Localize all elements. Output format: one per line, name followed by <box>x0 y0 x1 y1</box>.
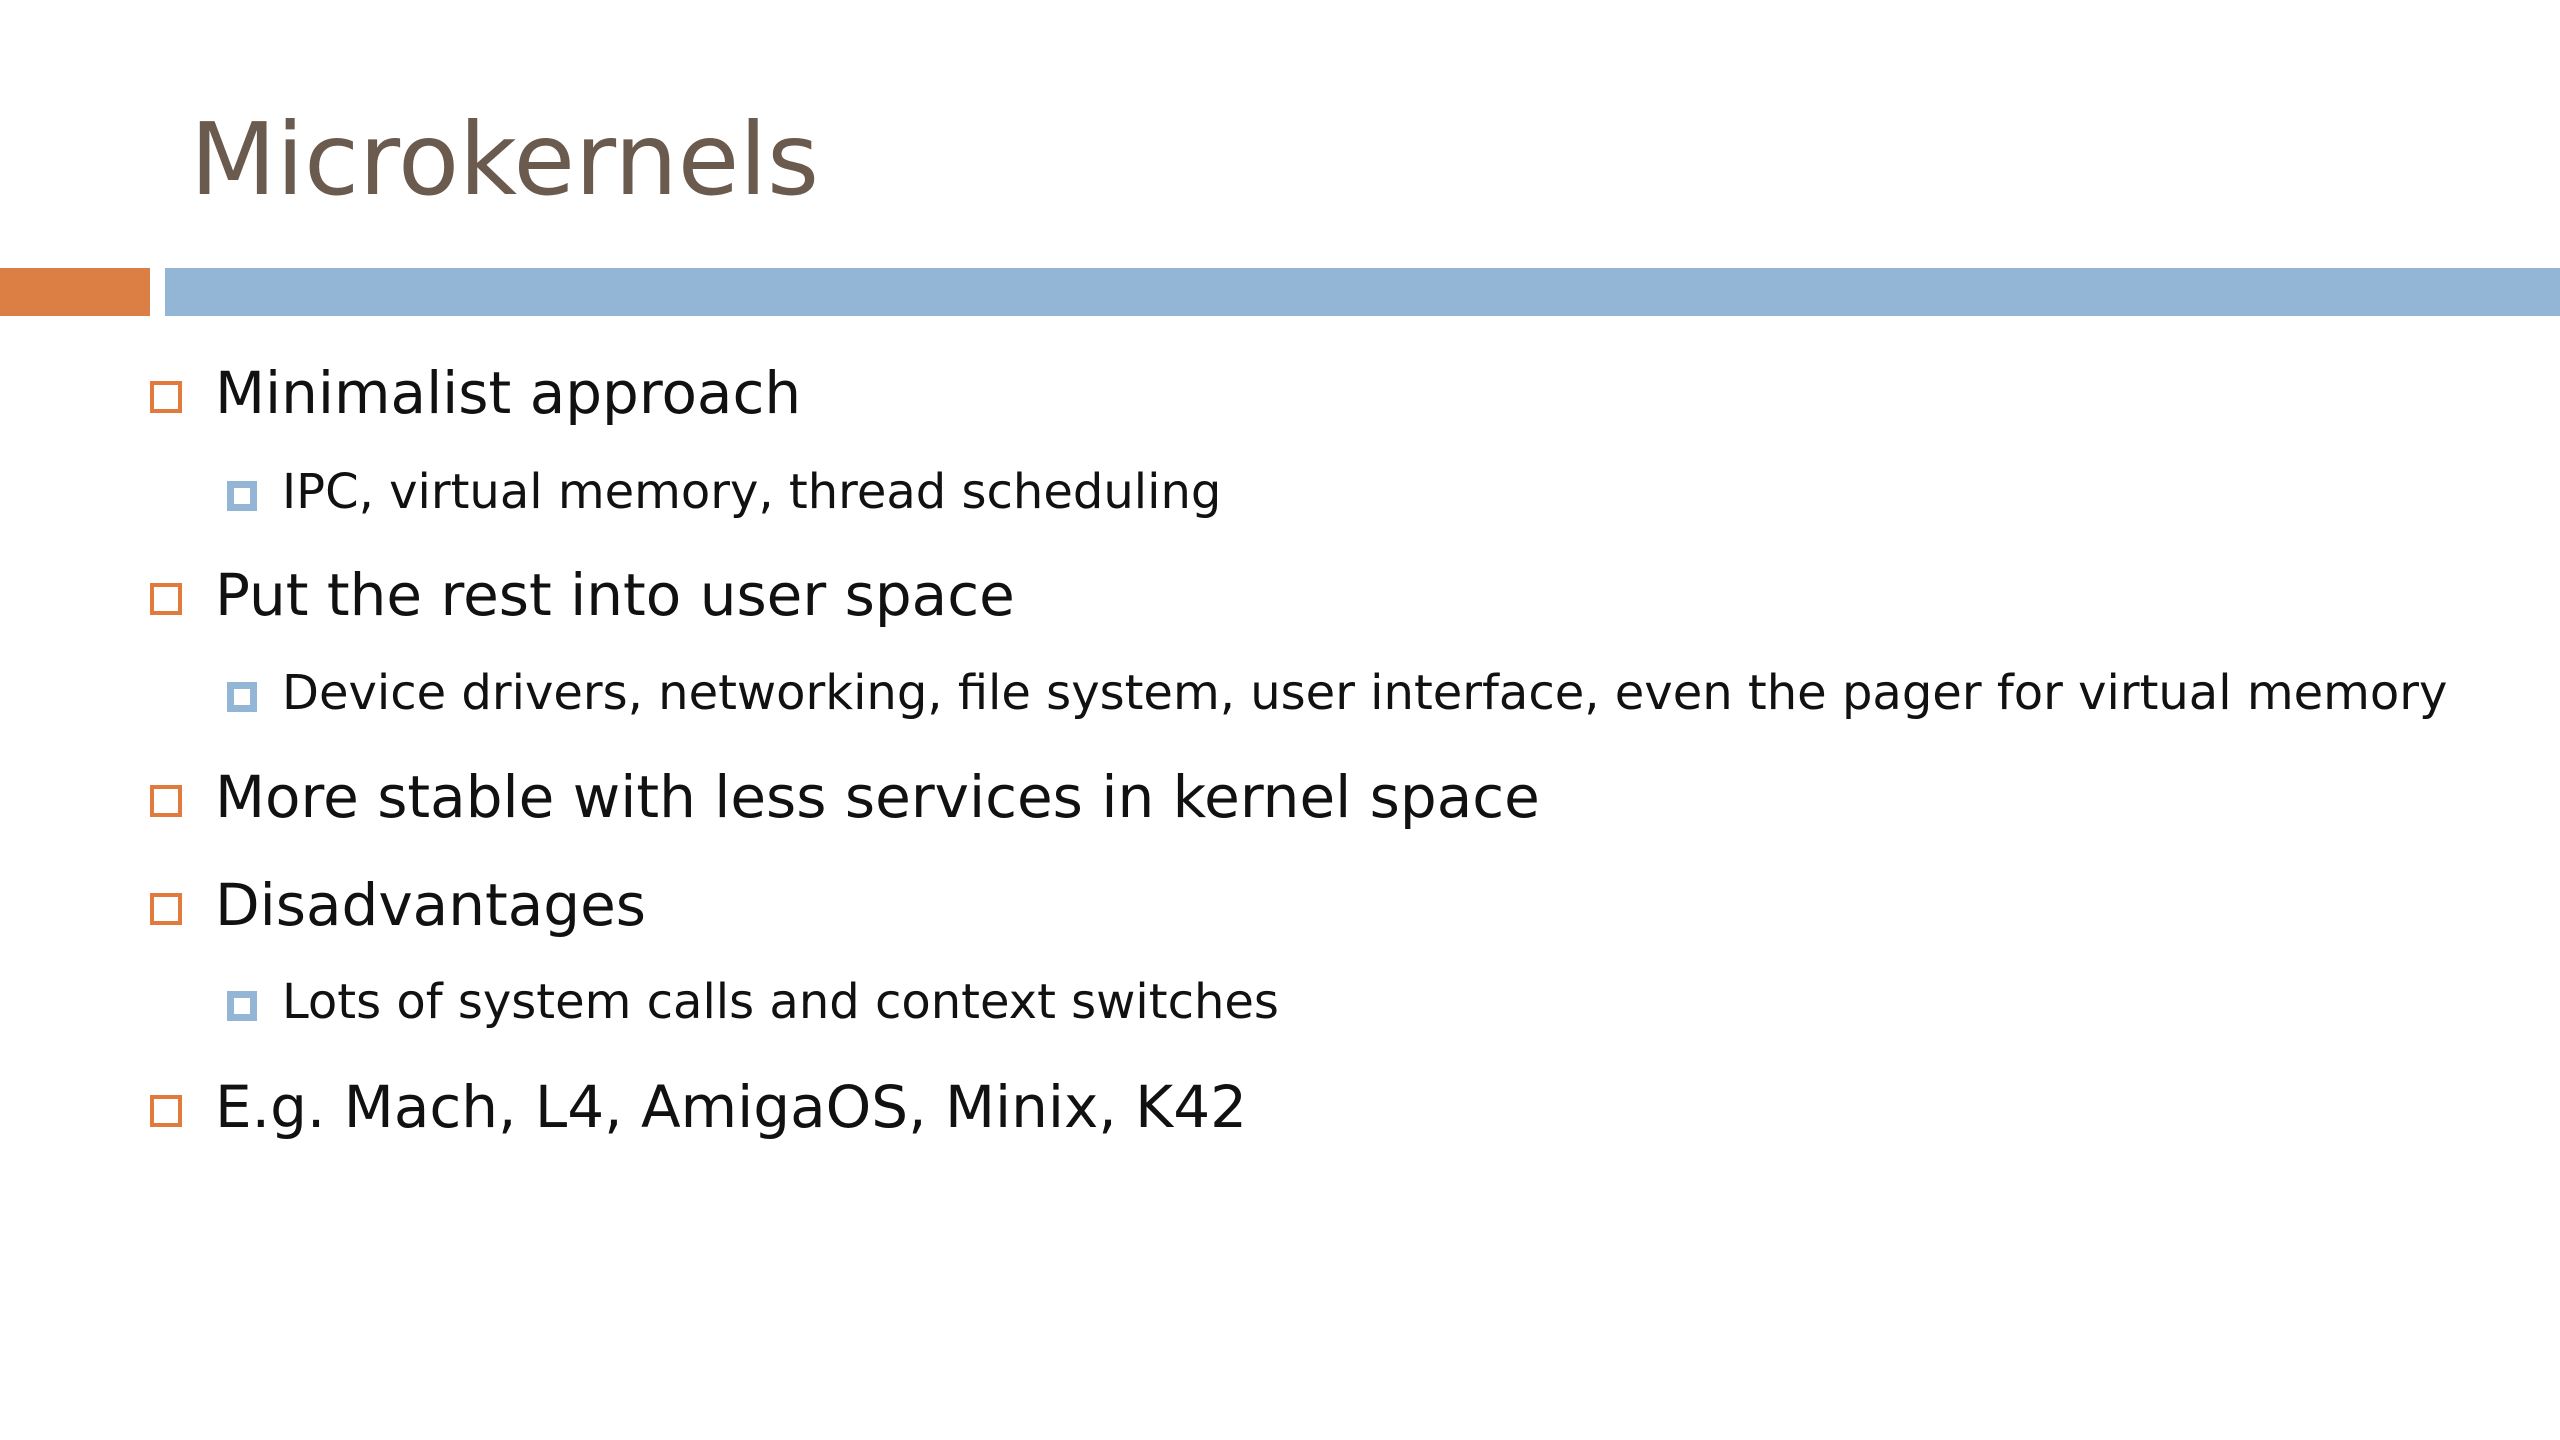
sub-bullet-text: Lots of system calls and context switche… <box>282 974 1279 1030</box>
bullet-text: Disadvantages <box>215 871 646 939</box>
sub-bullet-text: Device drivers, networking, file system,… <box>282 665 2448 721</box>
sub-bullet-item: IPC, virtual memory, thread scheduling <box>227 462 1221 522</box>
bullet-text: More stable with less services in kernel… <box>215 763 1540 831</box>
bullet-text: Minimalist approach <box>215 359 802 427</box>
bullet-item: Disadvantages <box>150 870 646 940</box>
square-sub-bullet-icon <box>227 682 257 712</box>
bullet-item: Minimalist approach <box>150 358 801 428</box>
square-bullet-icon <box>150 893 182 925</box>
sub-bullet-item: Lots of system calls and context switche… <box>227 972 1279 1032</box>
square-bullet-icon <box>150 381 182 413</box>
bullet-item: E.g. Mach, L4, AmigaOS, Minix, K42 <box>150 1072 1247 1142</box>
square-bullet-icon <box>150 1095 182 1127</box>
title-rule-bar <box>165 268 2560 316</box>
sub-bullet-text: IPC, virtual memory, thread scheduling <box>282 464 1222 520</box>
square-bullet-icon <box>150 785 182 817</box>
bullet-item: Put the rest into user space <box>150 560 1015 630</box>
bullet-item: More stable with less services in kernel… <box>150 762 1540 832</box>
bullet-text: Put the rest into user space <box>215 561 1015 629</box>
sub-bullet-item: Device drivers, networking, file system,… <box>227 663 2447 723</box>
square-sub-bullet-icon <box>227 481 257 511</box>
square-sub-bullet-icon <box>227 991 257 1021</box>
square-bullet-icon <box>150 583 182 615</box>
bullet-text: E.g. Mach, L4, AmigaOS, Minix, K42 <box>215 1073 1248 1141</box>
slide-title: Microkernels <box>190 101 820 218</box>
title-accent-bar <box>0 268 150 316</box>
